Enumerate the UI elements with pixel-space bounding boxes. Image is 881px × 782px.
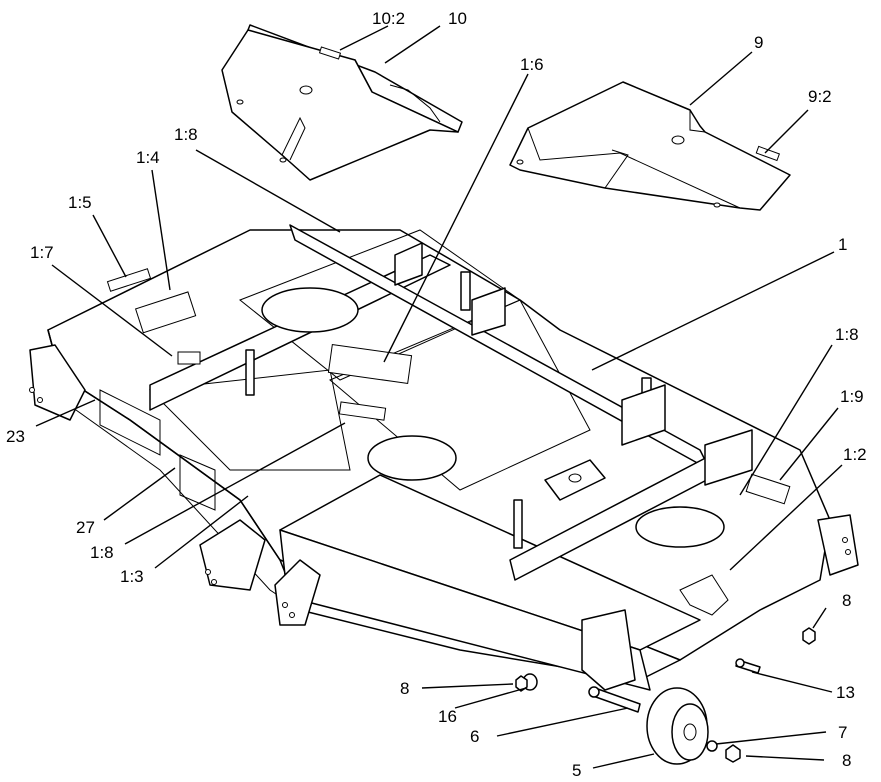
- axle-bolt-6: [588, 686, 641, 713]
- deflector-shield-10: [221, 24, 463, 181]
- label-1-8c: 1:8: [90, 543, 114, 562]
- nut-8-left: [515, 675, 528, 692]
- label-23: 23: [6, 427, 25, 446]
- label-7: 7: [838, 723, 847, 742]
- label-8b: 8: [842, 591, 851, 610]
- label-10-2: 10:2: [372, 9, 405, 28]
- label-1: 1: [838, 235, 847, 254]
- label-13: 13: [836, 683, 855, 702]
- callout-labels: 10:2 10 1:6 9 9:2 1:8 1:4 1:5 1:7 1 1:8 …: [6, 9, 867, 780]
- label-1-9: 1:9: [840, 387, 864, 406]
- label-1-3: 1:3: [120, 567, 144, 586]
- label-1-5: 1:5: [68, 193, 92, 212]
- label-10: 10: [448, 9, 467, 28]
- label-8a: 8: [400, 679, 409, 698]
- leader-lines: [35, 25, 843, 769]
- label-1-7: 1:7: [30, 243, 54, 262]
- mower-deck-1: [29, 224, 859, 691]
- nut-8-wheel: [725, 744, 741, 763]
- label-9: 9: [754, 33, 763, 52]
- label-8c: 8: [842, 751, 851, 770]
- label-27: 27: [76, 518, 95, 537]
- caster-wheel-5: [646, 687, 709, 765]
- label-5: 5: [572, 761, 581, 780]
- washer-7: [706, 740, 718, 752]
- nut-8-right: [802, 627, 816, 645]
- label-9-2: 9:2: [808, 87, 832, 106]
- label-1-8a: 1:8: [174, 125, 198, 144]
- label-1-2: 1:2: [843, 445, 867, 464]
- deflector-shield-9: [509, 81, 791, 211]
- label-1-4: 1:4: [136, 148, 160, 167]
- label-1-6: 1:6: [520, 55, 544, 74]
- label-6: 6: [470, 727, 479, 746]
- label-16: 16: [438, 707, 457, 726]
- bolt-13: [735, 658, 761, 674]
- label-1-8b: 1:8: [835, 325, 859, 344]
